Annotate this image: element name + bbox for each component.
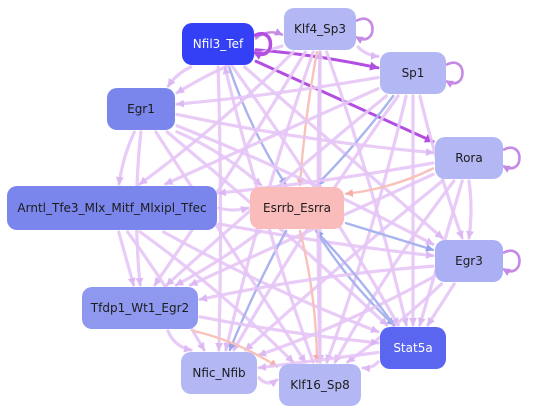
nodes-layer: Nfil3_Tef Klf4_Sp3Sp1Egr1RoraArntl_Tfe3_M…	[7, 8, 503, 406]
node-egr3[interactable]: Egr3	[435, 240, 503, 282]
edge-arntl-to-esrrb	[217, 206, 250, 214]
node-esrrb-box	[250, 187, 344, 229]
node-klf4-box	[284, 8, 356, 50]
edge-stat5a-to-klf16	[361, 360, 380, 373]
self-loop-nfil3	[253, 32, 273, 60]
node-egr1[interactable]: Egr1	[107, 88, 175, 130]
edge-rora-to-esrrb	[344, 167, 435, 198]
edge-rora-to-tfdp1	[188, 172, 435, 287]
node-esrrb-label: Esrrb_Esrra	[263, 201, 331, 215]
self-loops-layer	[253, 17, 521, 276]
edge-klf4-to-esrrb	[296, 50, 319, 187]
edge-nfic-to-klf16	[257, 376, 279, 388]
node-klf16[interactable]: Klf16_Sp8	[279, 364, 361, 406]
node-stat5a-box	[380, 327, 446, 369]
edge-nfil3-to-egr1	[166, 65, 193, 88]
self-loop-rora	[502, 146, 521, 173]
edge-egr3-to-stat5a	[426, 282, 456, 327]
node-klf16-box	[279, 364, 361, 406]
edge-rora-to-arntl	[217, 161, 435, 197]
node-esrrb[interactable]: Esrrb_Esrra	[250, 187, 344, 229]
edge-nfil3-to-egr3	[243, 65, 444, 240]
edge-esrrb-to-klf16	[298, 229, 321, 364]
node-nfil3[interactable]: Nfil3_Tef	[182, 23, 254, 65]
edge-esrrb-to-stat5a	[314, 229, 396, 327]
edge-sp1-to-egr1	[175, 76, 380, 108]
edge-esrrb-to-tfdp1	[174, 229, 263, 287]
edge-nfil3-to-klf4	[254, 28, 284, 40]
node-rora-box	[435, 137, 503, 179]
edge-klf4-to-stat5a	[325, 50, 409, 327]
node-stat5a[interactable]: Stat5a	[380, 327, 446, 369]
node-arntl-box	[7, 186, 217, 230]
edge-sp1-to-esrrb	[315, 94, 395, 187]
edge-egr1-to-rora	[175, 112, 435, 156]
self-loop-sp1	[445, 61, 464, 88]
edge-stat5a-to-esrrb	[314, 229, 396, 327]
edge-tfdp1-to-klf16	[192, 329, 279, 368]
node-nfil3-box	[182, 23, 254, 65]
node-rora-label: Rora	[455, 151, 482, 165]
node-tfdp1-box	[82, 287, 198, 329]
edge-egr3-to-tfdp1	[198, 264, 435, 302]
edge-tfdp1-to-stat5a	[198, 315, 380, 347]
node-klf4[interactable]: Klf4_Sp3	[284, 8, 356, 50]
self-loop-klf4	[355, 17, 374, 44]
node-egr3-box	[435, 240, 503, 282]
edge-egr3-to-nfic	[257, 275, 435, 357]
edge-klf4-to-tfdp1	[153, 50, 307, 287]
edge-klf4-to-sp1	[356, 45, 380, 60]
node-arntl[interactable]: Arntl_Tfe3_Mlx_Mitf_Mlxipl_Tfec	[7, 186, 217, 230]
edge-sp1-to-arntl	[163, 87, 380, 186]
node-rora[interactable]: Rora	[435, 137, 503, 179]
node-klf16-label: Klf16_Sp8	[290, 378, 350, 392]
node-nfic-box	[181, 352, 257, 394]
node-klf4-label: Klf4_Sp3	[294, 22, 346, 36]
edge-tfdp1-to-nfic	[166, 329, 193, 353]
node-tfdp1[interactable]: Tfdp1_Wt1_Egr2	[82, 287, 198, 329]
self-loop-egr3	[502, 249, 521, 276]
node-sp1-box	[380, 52, 446, 94]
node-egr1-box	[107, 88, 175, 130]
node-sp1[interactable]: Sp1	[380, 52, 446, 94]
edge-arntl-to-tfdp1	[117, 230, 136, 287]
node-egr1-label: Egr1	[127, 102, 155, 116]
node-egr3-label: Egr3	[455, 254, 483, 268]
edge-rora-to-egr3	[466, 179, 474, 240]
node-tfdp1-label: Tfdp1_Wt1_Egr2	[90, 301, 189, 315]
node-arntl-label: Arntl_Tfe3_Mlx_Mitf_Mlxipl_Tfec	[17, 201, 206, 215]
node-nfil3-label: Nfil3_Tef	[193, 37, 244, 51]
node-sp1-label: Sp1	[402, 66, 425, 80]
node-stat5a-label: Stat5a	[393, 341, 432, 355]
edge-klf4-to-arntl	[138, 50, 295, 186]
node-nfic-label: Nfic_Nfib	[192, 366, 245, 380]
edge-egr1-to-arntl	[116, 130, 136, 186]
edge-esrrb-to-egr3	[344, 221, 435, 252]
node-nfic[interactable]: Nfic_Nfib	[181, 352, 257, 394]
